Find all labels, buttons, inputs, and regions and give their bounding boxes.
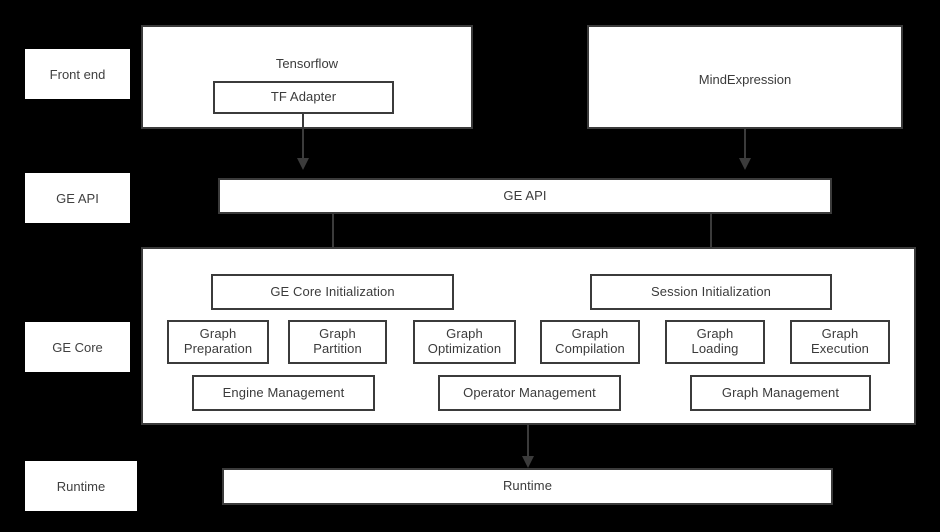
- layer-label-runtime-text: Runtime: [56, 478, 106, 494]
- layer-label-ge-api-text: GE API: [56, 190, 99, 206]
- connector-mindexpression-to-ge-api-arrowhead: [739, 158, 751, 170]
- module-graph-compilation[interactable]: Graph Compilation: [540, 320, 640, 364]
- layer-label-front-end-text: Front end: [49, 66, 106, 82]
- connector-ge-core-to-runtime-arrowhead: [522, 456, 534, 468]
- module-graph-compilation-line2: Compilation: [555, 341, 625, 356]
- runtime-bar[interactable]: Runtime: [222, 468, 833, 505]
- management-graph[interactable]: Graph Management: [690, 375, 871, 411]
- ge-api-bar[interactable]: GE API: [218, 178, 832, 214]
- ge-api-bar-label: GE API: [503, 187, 547, 203]
- module-graph-loading-line1: Graph: [696, 326, 734, 342]
- layer-label-ge-core: GE Core: [25, 322, 130, 372]
- layer-label-front-end: Front end: [25, 49, 130, 99]
- session-initialization-label: Session Initialization: [651, 283, 771, 299]
- mindexpression-container: MindExpression: [587, 25, 903, 129]
- layer-label-ge-core-text: GE Core: [52, 339, 103, 355]
- module-graph-partition-line1: Graph: [319, 326, 356, 342]
- module-graph-loading[interactable]: Graph Loading: [665, 320, 765, 364]
- module-graph-loading-line2: Loading: [691, 341, 739, 356]
- connector-mindexpression-to-ge-api-line: [744, 129, 746, 159]
- module-graph-optimization-line1: Graph: [446, 326, 483, 342]
- module-graph-optimization-line2: Optimization: [427, 341, 502, 356]
- connector-tf-adapter-to-ge-api-arrowhead: [297, 158, 309, 170]
- layer-label-ge-api: GE API: [25, 173, 130, 223]
- tensorflow-title: Tensorflow: [275, 56, 339, 71]
- module-graph-partition-line2: Partition: [313, 341, 362, 356]
- tf-adapter-box[interactable]: TF Adapter: [213, 81, 394, 114]
- management-engine[interactable]: Engine Management: [192, 375, 375, 411]
- module-graph-preparation-line2: Preparation: [183, 341, 253, 356]
- connector-ge-core-to-runtime-line: [527, 425, 529, 457]
- module-graph-execution[interactable]: Graph Execution: [790, 320, 890, 364]
- management-graph-label: Graph Management: [721, 384, 840, 400]
- tf-adapter-label: TF Adapter: [270, 89, 337, 105]
- management-operator[interactable]: Operator Management: [438, 375, 621, 411]
- module-graph-execution-line2: Execution: [811, 341, 869, 356]
- session-initialization-box[interactable]: Session Initialization: [590, 274, 832, 310]
- module-graph-partition[interactable]: Graph Partition: [288, 320, 387, 364]
- connector-ge-api-to-ge-core-init-line: [332, 214, 334, 258]
- connector-tf-adapter-to-ge-api-line: [302, 114, 304, 159]
- management-operator-label: Operator Management: [463, 384, 596, 400]
- module-graph-preparation[interactable]: Graph Preparation: [167, 320, 269, 364]
- module-graph-preparation-line1: Graph: [199, 326, 237, 342]
- ge-core-initialization-box[interactable]: GE Core Initialization: [211, 274, 454, 310]
- runtime-bar-label: Runtime: [502, 478, 553, 494]
- mindexpression-title: MindExpression: [698, 72, 792, 87]
- connector-ge-api-to-session-init-line: [710, 214, 712, 258]
- management-engine-label: Engine Management: [222, 384, 345, 400]
- module-graph-compilation-line1: Graph: [571, 326, 609, 342]
- ge-core-initialization-label: GE Core Initialization: [270, 283, 395, 299]
- layer-label-runtime: Runtime: [25, 461, 137, 511]
- module-graph-execution-line1: Graph: [821, 326, 859, 342]
- module-graph-optimization[interactable]: Graph Optimization: [413, 320, 516, 364]
